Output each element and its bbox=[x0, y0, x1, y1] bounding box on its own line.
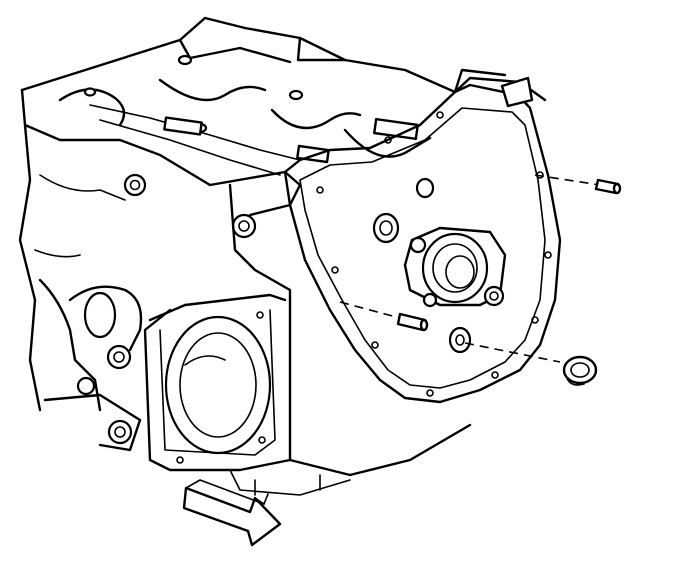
exploded-parts bbox=[339, 174, 622, 386]
seal-guide-line bbox=[464, 342, 561, 363]
engine-block-front-face bbox=[143, 170, 472, 496]
rear-seal-housing bbox=[372, 177, 507, 354]
dowel-pin-guide-line bbox=[534, 174, 601, 186]
engine-block-top-deck bbox=[20, 16, 547, 187]
rear-main-seal bbox=[562, 355, 598, 386]
dowel-pin-lower bbox=[396, 312, 429, 332]
rear-cover-plate bbox=[283, 68, 562, 404]
dowel-pin-lower-guide-line bbox=[339, 301, 401, 319]
dowel-pin-upper bbox=[594, 178, 622, 195]
direction-arrow-icon bbox=[182, 479, 282, 547]
